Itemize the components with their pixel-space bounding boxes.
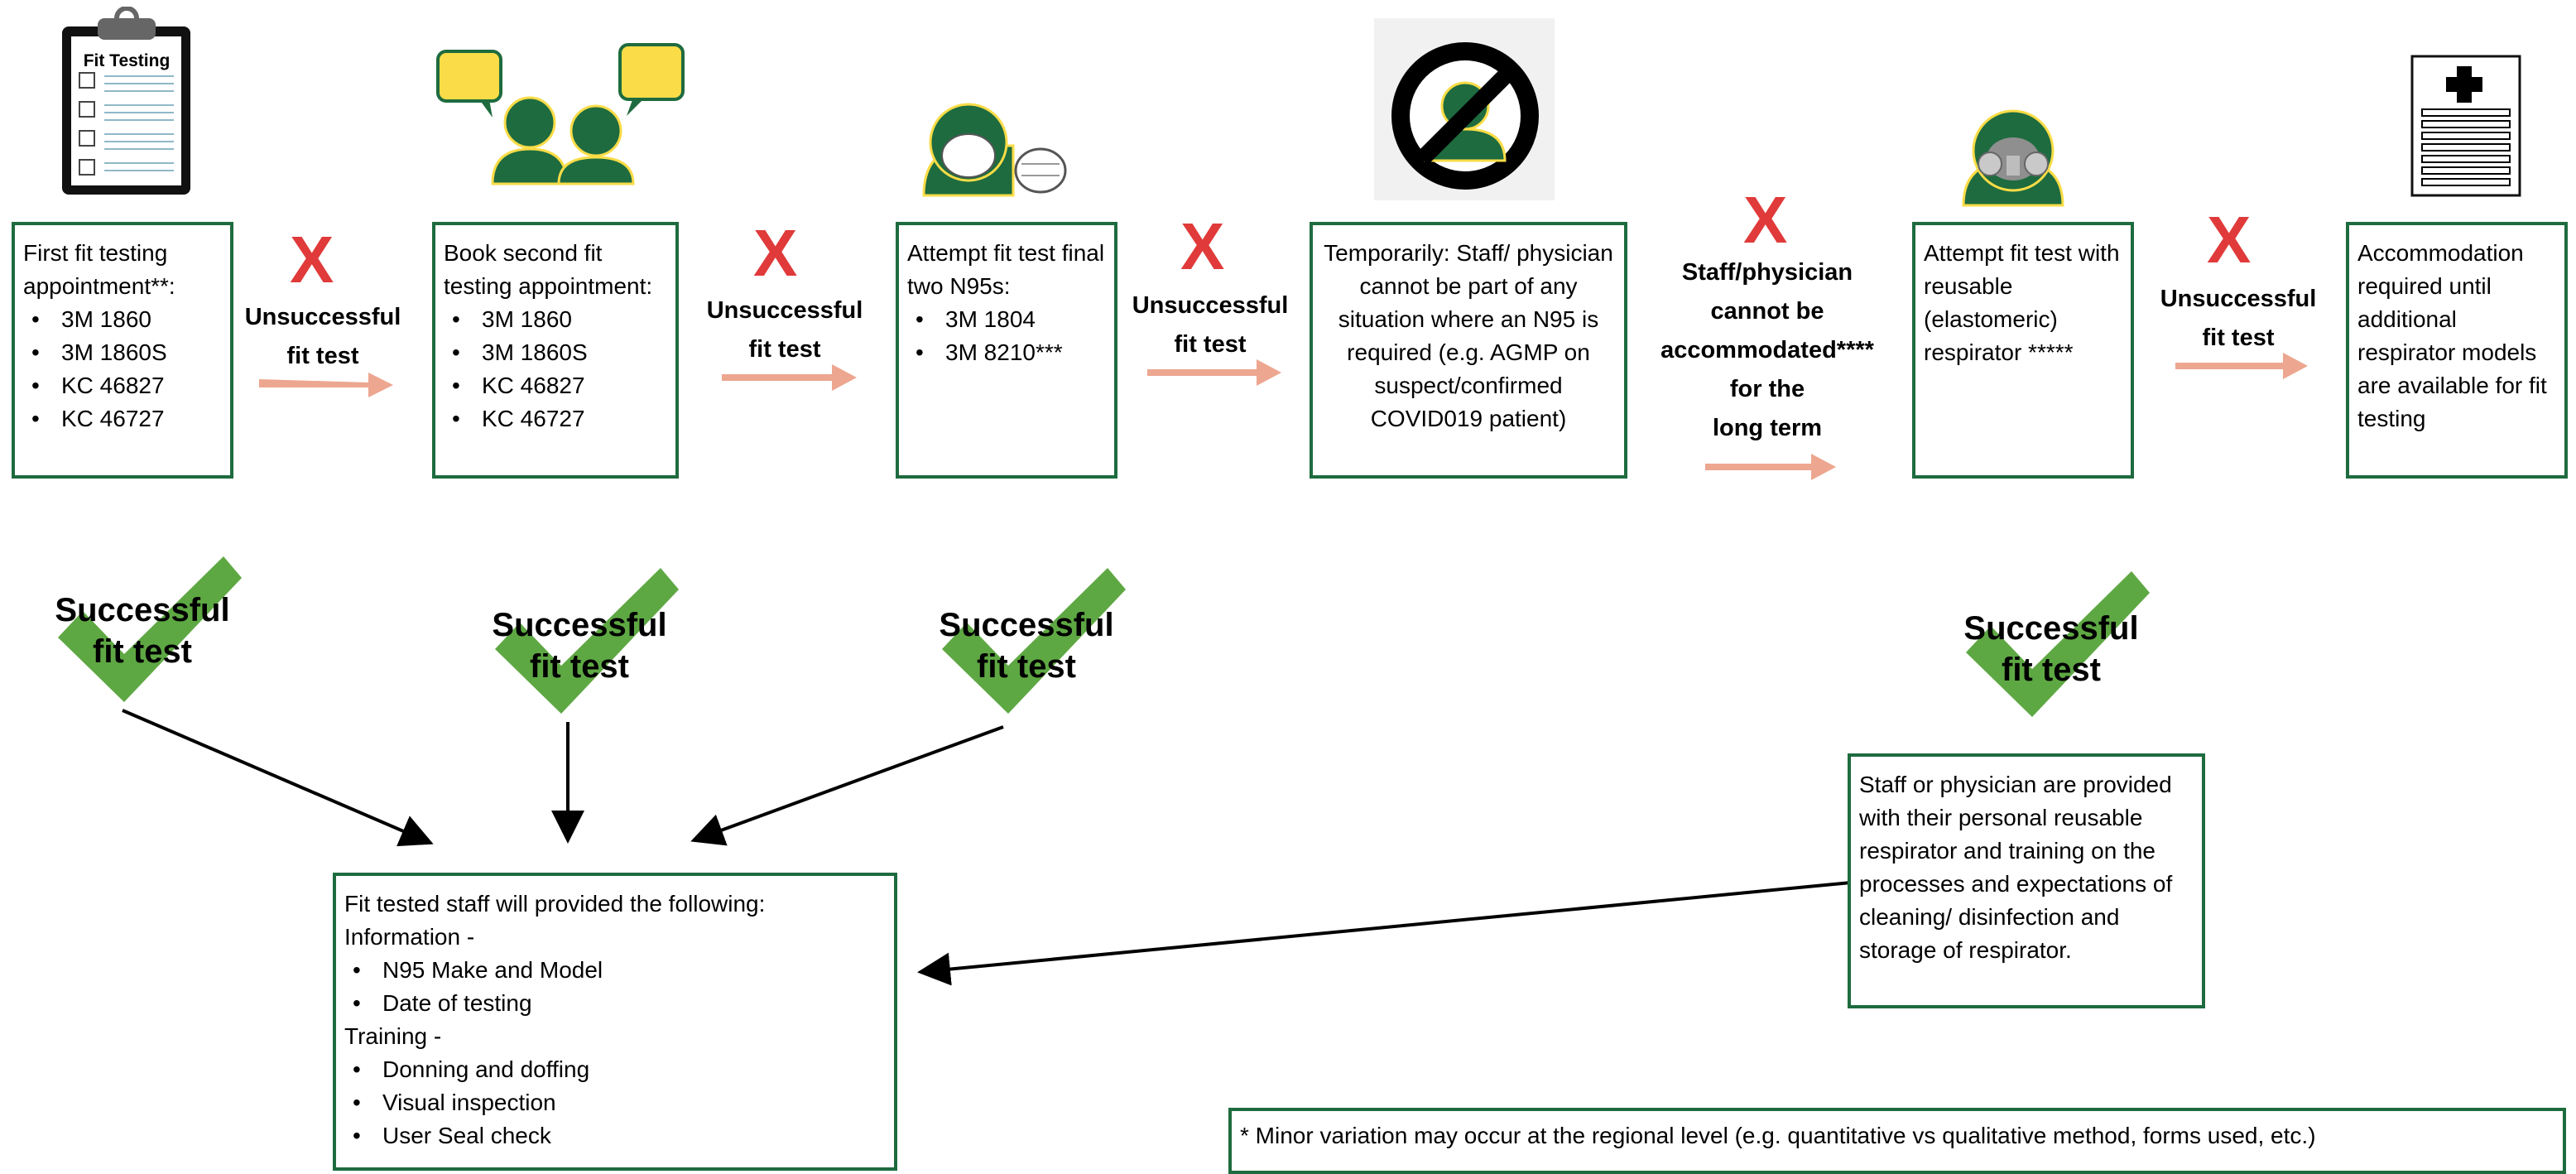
final-n95-list: 3M 1804 3M 8210*** (907, 303, 1106, 369)
personal-respirator-text: Staff or physician are provided with the… (1859, 772, 2173, 963)
prohibited-person-icon (1374, 18, 1555, 200)
list-item: Donning and doffing (344, 1053, 886, 1086)
first-appointment-box: First fit testing appointment**: 3M 1860… (12, 222, 233, 479)
list-item: 3M 1860S (23, 336, 222, 369)
label-line: fit test (2002, 652, 2101, 688)
fit-tested-training-list: Donning and doffing Visual inspection Us… (344, 1053, 886, 1152)
list-item: KC 46827 (444, 369, 667, 402)
list-item: KC 46727 (444, 402, 667, 435)
successful-label: Successful fit test (1944, 608, 2159, 690)
successful-label: Successful fit test (35, 589, 250, 672)
connector-arrow-1 (122, 709, 434, 847)
first-appointment-list: 3M 1860 3M 1860S KC 46827 KC 46727 (23, 303, 222, 435)
label-line: Unsuccessful (706, 297, 863, 324)
arrow-2-right (722, 364, 857, 391)
unsuccessful-label: Unsuccessful fit test (702, 291, 867, 369)
label-line: Unsuccessful (2160, 286, 2317, 312)
check-mark-4 (1966, 571, 2150, 717)
final-n95-box: Attempt fit test final two N95s: 3M 1804… (896, 222, 1117, 479)
x-mark: X (2207, 203, 2252, 277)
list-item: 3M 1860S (444, 336, 667, 369)
fit-tested-outcomes-box: Fit tested staff will provided the follo… (333, 873, 897, 1171)
footnote-box: * Minor variation may occur at the regio… (1228, 1108, 2566, 1174)
x-mark: X (753, 216, 798, 290)
fit-tested-info-list: N95 Make and Model Date of testing (344, 954, 886, 1020)
list-item: KC 46827 (23, 369, 222, 402)
fit-tested-line: Fit tested staff will provided the follo… (344, 891, 766, 917)
second-appointment-list: 3M 1860 3M 1860S KC 46827 KC 46727 (444, 303, 667, 435)
label-line: fit test (93, 633, 192, 670)
temporary-restriction-box: Temporarily: Staff/ physician cannot be … (1310, 222, 1627, 479)
final-n95-title: Attempt fit test final two N95s: (907, 240, 1105, 299)
unsuccessful-label: Unsuccessful fit test (2155, 280, 2321, 358)
successful-label: Successful fit test (919, 604, 1134, 687)
connector-arrow-4 (917, 881, 1852, 986)
unsuccessful-label: Unsuccessful fit test (1127, 286, 1293, 364)
second-appointment-title: Book second fit testing appointment: (444, 240, 653, 299)
reusable-respirator-box: Attempt fit test with reusable (elastome… (1912, 222, 2134, 479)
list-item: Visual inspection (344, 1086, 886, 1119)
label-line: fit test (2202, 325, 2275, 351)
label-line: Successful (55, 592, 230, 628)
label-line: Unsuccessful (244, 304, 401, 330)
list-item: 3M 1860 (444, 303, 667, 336)
label-line: long term (1712, 415, 1823, 441)
successful-label: Successful fit test (472, 604, 687, 687)
mask-person-icon (922, 103, 1067, 197)
label-line: accommodated**** (1660, 337, 1874, 363)
speech-people-icon (436, 43, 685, 185)
label-line: Staff/physician (1681, 259, 1853, 286)
list-item: Date of testing (344, 987, 886, 1020)
check-mark-3 (942, 568, 1126, 714)
medical-document-icon (2410, 55, 2521, 197)
arrow-3-right (1147, 359, 1281, 386)
label-line: fit test (530, 648, 629, 685)
temporary-restriction-text: Temporarily: Staff/ physician cannot be … (1324, 240, 1613, 431)
label-line: cannot be (1710, 298, 1824, 325)
label-line: Unsuccessful (1132, 292, 1289, 319)
label-line: fit test (977, 648, 1076, 685)
list-item: N95 Make and Model (344, 954, 886, 987)
label-line: fit test (748, 336, 821, 363)
label-line: Successful (939, 607, 1114, 643)
label-line: fit test (1174, 331, 1247, 358)
list-item: User Seal check (344, 1119, 886, 1152)
list-item: 3M 1804 (907, 303, 1106, 336)
fit-tested-line: Information - (344, 924, 475, 950)
accommodation-box: Accommodation required until additional … (2346, 222, 2568, 479)
first-appointment-title: First fit testing appointment**: (23, 240, 175, 299)
fit-tested-line: Training - (344, 1023, 442, 1049)
reusable-respirator-text: Attempt fit test with reusable (elastome… (1924, 240, 2120, 365)
label-line: fit test (286, 343, 359, 369)
personal-respirator-box: Staff or physician are provided with the… (1848, 753, 2205, 1008)
footnote-text: * Minor variation may occur at the regio… (1240, 1123, 2316, 1148)
x-mark: X (290, 223, 334, 296)
check-mark-2 (495, 568, 679, 714)
second-appointment-box: Book second fit testing appointment: 3M … (432, 222, 679, 479)
arrow-4-right (1705, 454, 1836, 480)
arrow-1-right (259, 373, 393, 397)
unsuccessful-label: Unsuccessful fit test (240, 298, 406, 376)
elastomeric-respirator-person-icon (1962, 109, 2064, 207)
clipboard-title: Fit Testing (84, 51, 171, 70)
list-item: KC 46727 (23, 402, 222, 435)
accommodation-text: Accommodation required until additional … (2357, 240, 2547, 431)
label-line: for the (1729, 376, 1805, 402)
check-mark-1 (58, 556, 242, 702)
list-item: 3M 1860 (23, 303, 222, 336)
list-item: 3M 8210*** (907, 336, 1106, 369)
connector-arrow-3 (690, 725, 1004, 846)
arrow-5-right (2175, 353, 2308, 379)
label-line: Successful (492, 607, 667, 643)
long-term-label: Staff/physician cannot be accommodated**… (1647, 253, 1887, 448)
clipboard-icon: Fit Testing (62, 7, 190, 195)
label-line: Successful (1963, 610, 2139, 647)
x-mark: X (1743, 183, 1788, 257)
x-mark: X (1180, 209, 1225, 283)
